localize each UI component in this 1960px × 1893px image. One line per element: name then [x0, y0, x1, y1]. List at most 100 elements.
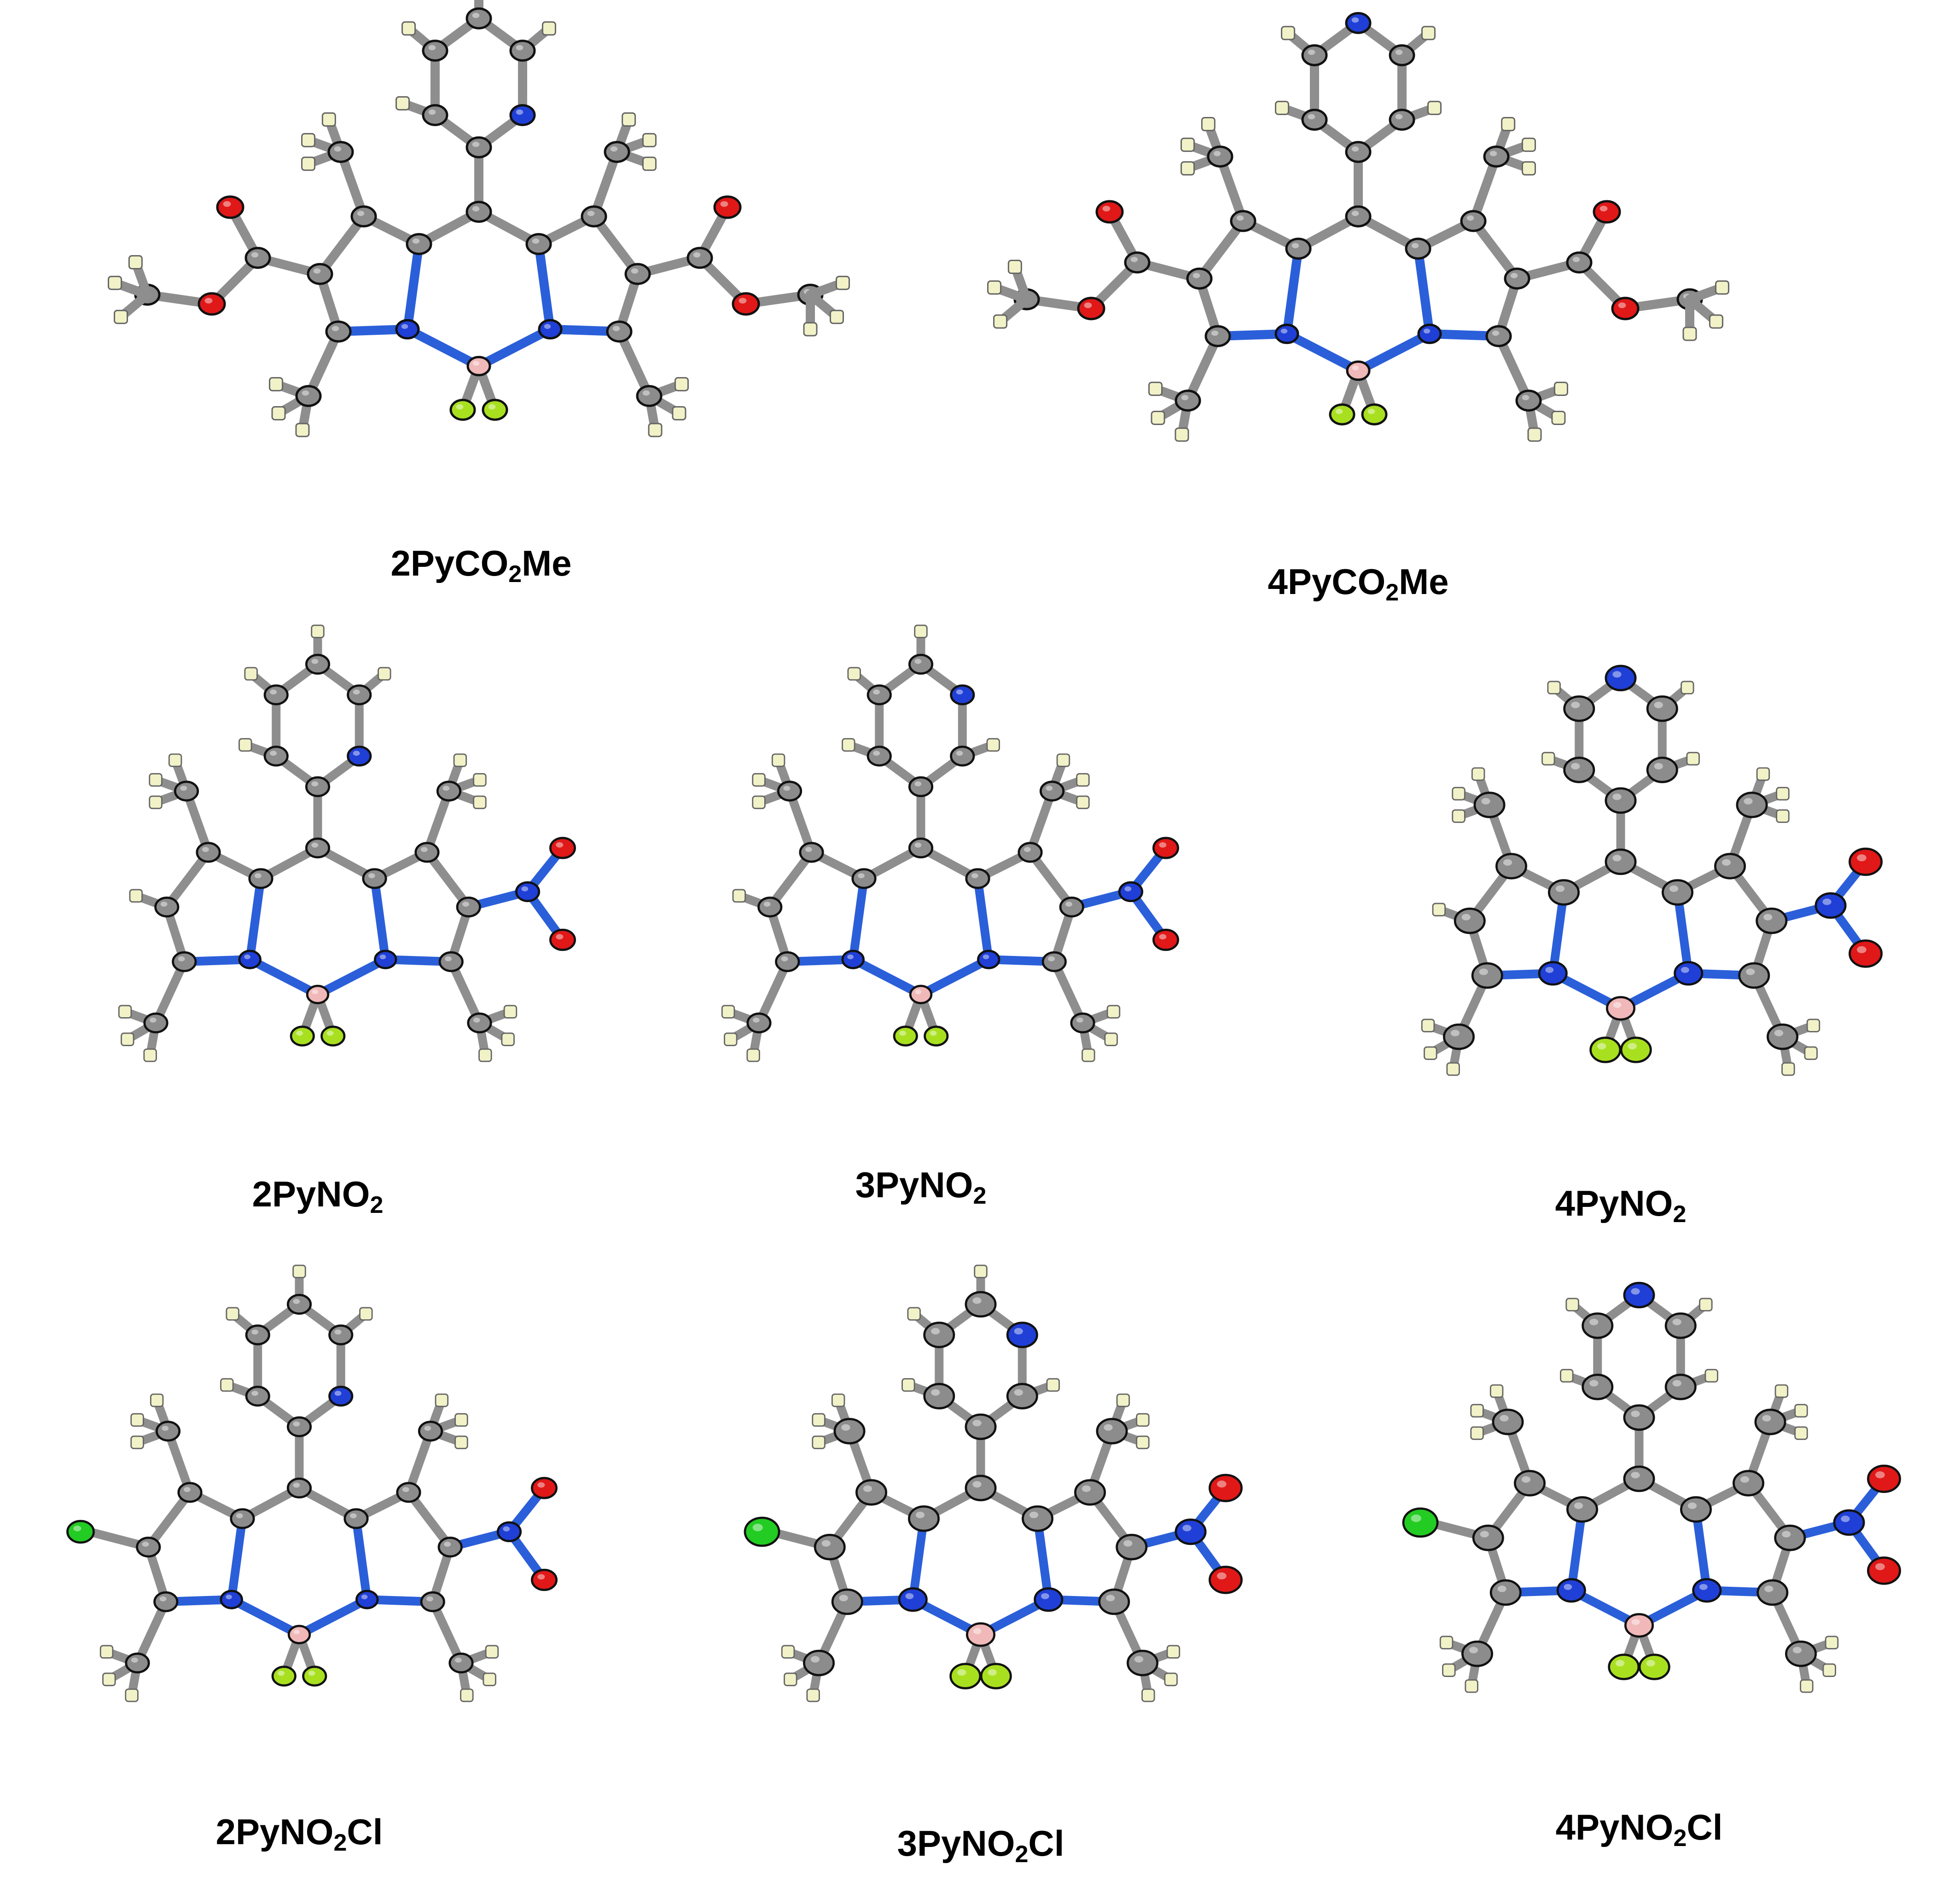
hydrogen-atom: [1424, 1046, 1437, 1060]
hydrogen-atom: [1281, 26, 1296, 41]
atom-highlight: [473, 1017, 480, 1023]
hydrogen-atom: [1116, 1393, 1130, 1407]
hydrogen-atom: [1709, 314, 1723, 329]
atom: [855, 1479, 887, 1506]
hydrogen-atom: [1175, 427, 1189, 442]
atom: [143, 1012, 169, 1034]
label-main: 2PyNO: [252, 1174, 370, 1214]
atom: [636, 385, 663, 407]
hydrogen-atom: [435, 1393, 449, 1407]
hydrogen-atom: [986, 738, 1000, 752]
atom: [1077, 297, 1105, 320]
hydrogen-atom: [483, 1672, 496, 1686]
atom: [328, 1324, 354, 1345]
bond: [1354, 329, 1434, 375]
atom-highlight: [915, 1511, 925, 1519]
atom: [1605, 787, 1637, 814]
atom-highlight: [1589, 1380, 1599, 1387]
atom: [538, 319, 563, 340]
atom-highlight: [1411, 1514, 1421, 1522]
atom-highlight: [1182, 1525, 1192, 1532]
atom-highlight: [516, 109, 523, 115]
atom: [350, 205, 377, 227]
hydrogen-atom: [1056, 753, 1070, 767]
atom-highlight: [251, 1329, 258, 1335]
atom-highlight: [1616, 1660, 1625, 1667]
atom: [1815, 892, 1847, 919]
atom-highlight: [1082, 1485, 1091, 1492]
atom-highlight: [326, 1031, 334, 1036]
atom: [898, 1587, 928, 1612]
atom-highlight: [1612, 671, 1622, 678]
label-subscript: 2: [1385, 579, 1399, 606]
hydrogen-atom: [1551, 411, 1566, 425]
atom: [220, 1590, 243, 1609]
atom-highlight: [516, 45, 523, 51]
atom-highlight: [1699, 1584, 1708, 1590]
bond: [1673, 888, 1693, 978]
hydrogen-atom: [1465, 1679, 1478, 1693]
atom-highlight: [1646, 1660, 1655, 1667]
atom-highlight: [293, 1421, 300, 1427]
bond: [973, 874, 993, 964]
bond: [849, 874, 868, 964]
atom: [1095, 200, 1124, 224]
hydrogen-atom: [99, 1645, 114, 1659]
compound-label: 2PyCO2Me: [390, 543, 571, 588]
atom-highlight: [915, 990, 922, 995]
bond: [754, 957, 792, 1028]
hydrogen-atom: [1432, 903, 1446, 917]
atom-highlight: [1612, 793, 1622, 800]
atom: [1460, 210, 1487, 232]
atom: [549, 928, 576, 951]
atom-highlight: [957, 1669, 966, 1676]
atom: [509, 104, 536, 126]
atom-highlight: [149, 1017, 157, 1023]
atom: [1664, 1374, 1697, 1400]
atom-highlight: [293, 1482, 300, 1488]
atom-highlight: [401, 324, 408, 329]
atom: [965, 1413, 997, 1440]
hydrogen-atom: [271, 406, 286, 420]
hydrogen-atom: [1106, 1005, 1121, 1019]
bond: [1026, 786, 1057, 857]
structure-2PyNO2: [118, 624, 576, 1062]
bond: [227, 1595, 304, 1639]
compound-label: 3PyNO2: [855, 1165, 987, 1209]
atom: [465, 201, 492, 223]
atom: [1593, 200, 1621, 224]
atom: [604, 141, 630, 163]
atom: [465, 7, 492, 29]
compound-label: 3PyNO2Cl: [897, 1823, 1064, 1868]
atom: [841, 949, 865, 969]
bond: [534, 239, 555, 334]
bond: [227, 1514, 247, 1604]
atom: [965, 1622, 996, 1647]
atom-highlight: [180, 786, 187, 791]
atom: [396, 1482, 421, 1503]
hydrogen-atom: [648, 423, 663, 437]
atom: [245, 1324, 270, 1345]
atom: [1274, 323, 1299, 344]
atom-highlight: [1423, 328, 1431, 334]
atom: [414, 842, 440, 863]
bond: [182, 786, 213, 857]
atom: [1556, 1578, 1586, 1603]
hydrogen-atom: [1446, 1062, 1460, 1076]
atom-highlight: [1466, 215, 1474, 221]
atom-highlight: [956, 689, 963, 695]
atom: [1867, 1556, 1901, 1585]
atom: [1514, 1470, 1546, 1497]
atom: [1849, 939, 1883, 968]
atom-highlight: [1411, 243, 1419, 249]
atom: [1638, 1654, 1670, 1680]
atom: [248, 868, 273, 889]
bond: [370, 874, 390, 964]
atom-highlight: [1351, 146, 1359, 152]
atom-highlight: [428, 45, 436, 51]
atom-highlight: [1599, 205, 1608, 212]
structure-4PyNO2Cl: [1402, 1281, 1901, 1693]
atom: [436, 780, 462, 802]
atom-highlight: [462, 902, 469, 907]
